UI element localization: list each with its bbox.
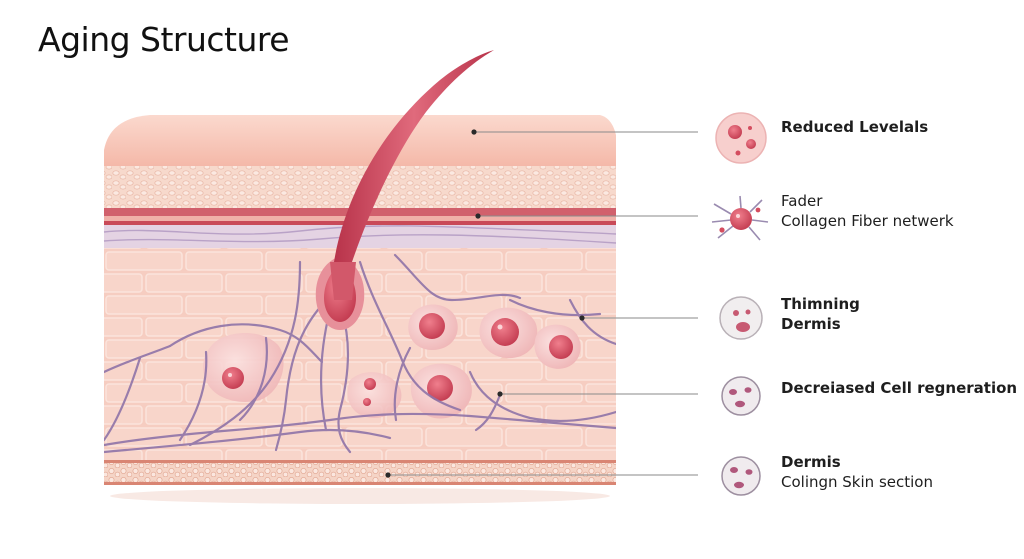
dermis-cell-icon bbox=[721, 456, 761, 496]
legend-label-line: Colingn Skin section bbox=[781, 473, 933, 491]
legend-label-thinning-dermis: Thimning Dermis bbox=[781, 294, 860, 334]
thin-cell-icon bbox=[719, 296, 763, 340]
epidermis-layer bbox=[104, 115, 616, 168]
leader-dot-5 bbox=[385, 472, 391, 478]
leader-lines bbox=[388, 131, 698, 476]
legend-label-line: Collagen Fiber netwerk bbox=[781, 212, 954, 230]
legend-label-dermis: Dermis Colingn Skin section bbox=[781, 452, 933, 492]
dermal-cells bbox=[203, 304, 581, 419]
leader-dot-2 bbox=[475, 213, 481, 219]
legend-label-line: Dermis bbox=[781, 453, 841, 471]
regeneration-cell-icon bbox=[721, 376, 761, 416]
legend-label-reduced-levels: Reduced Levelals bbox=[781, 117, 928, 137]
diagram-title: Aging Structure bbox=[38, 20, 290, 59]
legend-label-cell-regeneration: Decreiased Cell regneration bbox=[781, 378, 1017, 398]
pink-cell-icon bbox=[715, 112, 767, 164]
dermal-base-band bbox=[104, 462, 616, 482]
legend-label-line: Dermis bbox=[781, 315, 841, 333]
legend-label-line: Thimning bbox=[781, 295, 860, 313]
fibroblast-icon bbox=[711, 195, 769, 241]
legend-label-line: Decreiased Cell regneration bbox=[781, 379, 1018, 397]
leader-dot-4 bbox=[497, 391, 503, 397]
legend-label-line: Reduced Levelals bbox=[781, 118, 929, 136]
legend-label-line: Fader bbox=[781, 192, 823, 210]
hair-shaft bbox=[334, 50, 494, 262]
collagen-fibers bbox=[104, 253, 616, 454]
leader-dot-1 bbox=[471, 129, 477, 135]
legend-label-collagen-network: Fader Collagen Fiber netwerk bbox=[781, 191, 954, 231]
leader-dot-3 bbox=[579, 315, 585, 321]
